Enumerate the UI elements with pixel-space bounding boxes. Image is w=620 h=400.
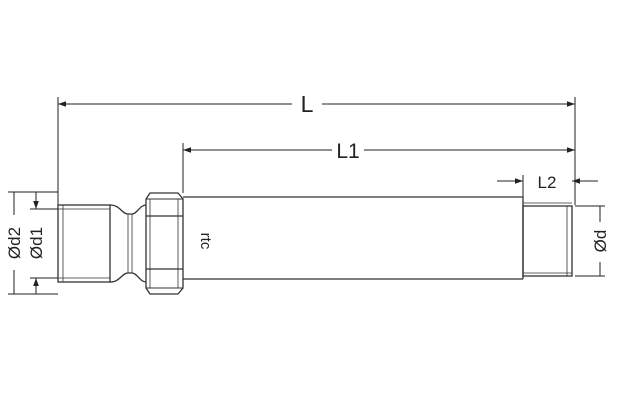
dimension-L xyxy=(57,97,576,205)
label-L1: L1 xyxy=(336,140,359,163)
dimension-d xyxy=(575,205,605,277)
label-d: Ød xyxy=(591,230,610,253)
hex-nut xyxy=(145,192,184,295)
coupling-part xyxy=(57,192,573,295)
dimension-L2 xyxy=(497,175,598,197)
label-L2: L2 xyxy=(538,173,557,192)
plug-end xyxy=(57,204,111,283)
tube-body xyxy=(183,196,523,280)
dimension-d2-d1 xyxy=(8,191,58,295)
plug-groove xyxy=(109,204,147,283)
rtc-marking: rtc xyxy=(197,233,214,250)
label-L: L xyxy=(301,91,314,117)
threaded-end xyxy=(522,197,573,279)
label-d1: Ød1 xyxy=(27,227,46,259)
label-d2: Ød2 xyxy=(5,227,24,259)
dimension-L1 xyxy=(182,143,575,193)
